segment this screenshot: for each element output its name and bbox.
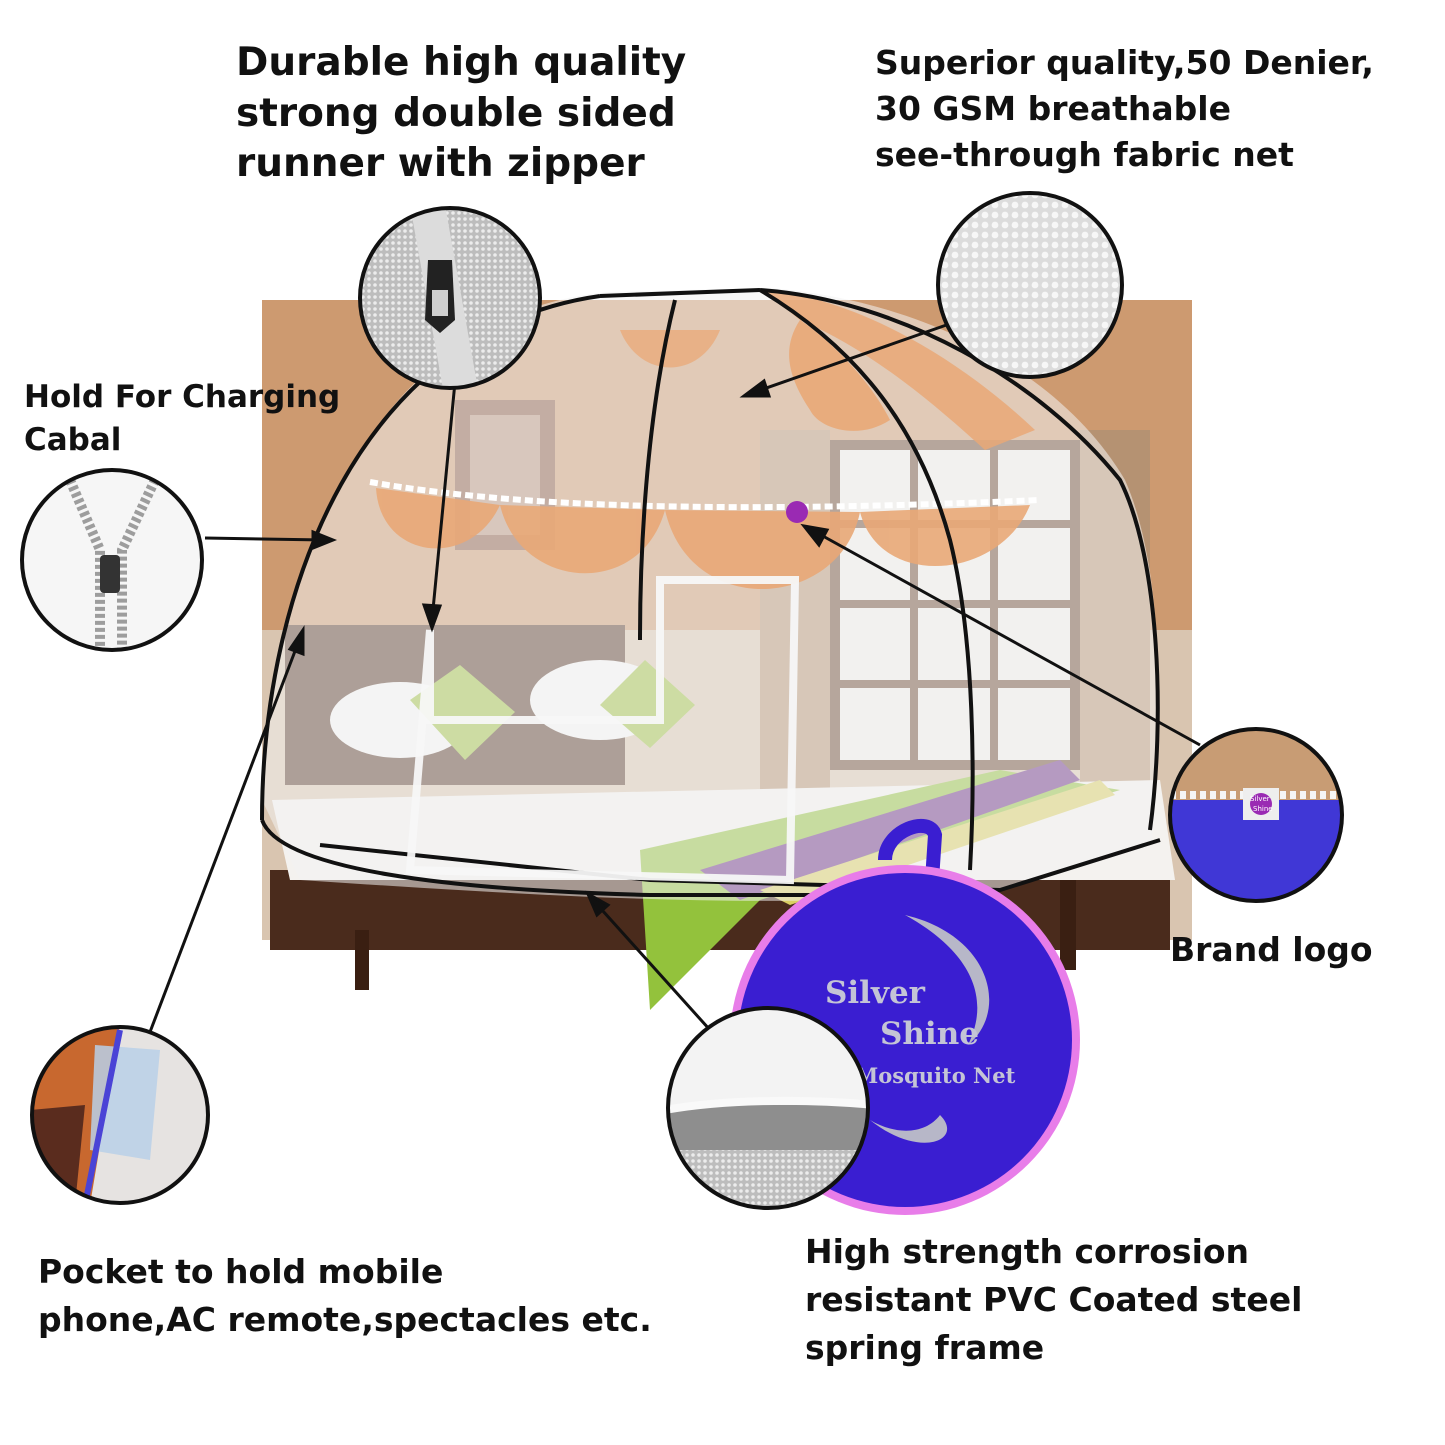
callout-pocket: Pocket to hold mobile phone,AC remote,sp…: [38, 1248, 652, 1344]
pointer-arrows: [148, 320, 1201, 1033]
net-brand-tag: [786, 501, 808, 523]
zipper-detail-circle: [358, 206, 542, 390]
callout-frame-line: High strength corrosion: [805, 1232, 1250, 1271]
logo-tag-line1: Silver: [1250, 795, 1270, 803]
callout-fabric-line: see-through fabric net: [875, 135, 1294, 175]
callout-pocket-line: Pocket to hold mobile: [38, 1252, 444, 1291]
callout-runner-line: Durable high quality: [236, 40, 687, 85]
callout-fabric: Superior quality,50 Denier, 30 GSM breat…: [875, 40, 1374, 179]
callout-charging-hole: Hold For Charging Cabal: [24, 376, 340, 463]
callout-runner: Durable high quality strong double sided…: [236, 38, 686, 190]
brand-logo-circle: Silver Shine: [1168, 727, 1344, 903]
charging-hole-circle: [20, 468, 204, 652]
callout-frame: High strength corrosion resistant PVC Co…: [805, 1228, 1302, 1372]
callout-frame-line: spring frame: [805, 1327, 1045, 1367]
callout-brand-logo-line: Brand logo: [1170, 930, 1373, 969]
callout-fabric-line: 30 GSM breathable: [875, 89, 1231, 129]
bag-product-name: Mosquito Net: [855, 1063, 1016, 1088]
logo-tag-line2: Shine: [1253, 805, 1273, 813]
frame-detail-circle: [666, 1006, 870, 1210]
bag-brand-line1: Silver: [825, 975, 926, 1011]
callout-charging-hole-line: Cabal: [24, 422, 122, 459]
door-zipper-line: [405, 576, 800, 885]
callout-frame-line: resistant PVC Coated steel: [805, 1279, 1303, 1319]
callout-runner-line: runner with zipper: [236, 141, 645, 187]
callout-brand-logo: Brand logo: [1170, 930, 1373, 970]
bag-brand-line2: Shine: [880, 1016, 979, 1052]
callout-runner-line: strong double sided: [236, 90, 676, 136]
callout-pocket-line: phone,AC remote,spectacles etc.: [38, 1299, 652, 1339]
pocket-detail-circle: [30, 1025, 210, 1205]
mosquito-net-canopy: [262, 288, 1161, 901]
callout-charging-hole-line: Hold For Charging: [24, 379, 341, 415]
callout-fabric-line: Superior quality,50 Denier,: [875, 43, 1374, 82]
fabric-mesh-circle: [936, 191, 1124, 379]
